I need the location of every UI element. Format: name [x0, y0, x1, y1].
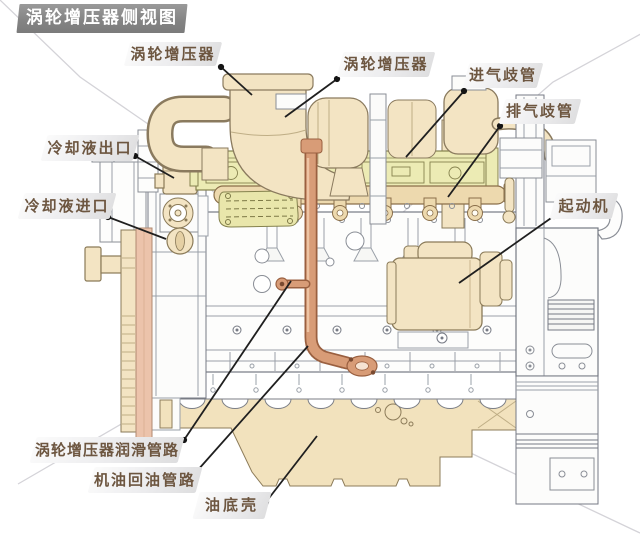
crank-pulley — [120, 229, 137, 433]
starter-motor-part — [386, 241, 513, 349]
turbo-oil-pipes-part — [275, 138, 378, 377]
flywheel-housing — [499, 94, 623, 505]
label-coolant-inlet: 冷却液进口 — [17, 193, 117, 219]
page-title-text: 涡轮增压器侧视图 — [26, 8, 178, 28]
label-starter-motor: 起动机 — [549, 193, 619, 219]
label-oil-pan: 油底壳 — [192, 492, 272, 519]
water-pump — [162, 197, 194, 229]
label-intake-manifold: 进气歧管 — [462, 63, 544, 88]
label-exhaust-manifold: 排气歧管 — [498, 99, 582, 124]
dipstick-tube — [504, 177, 515, 213]
label-turbocharger-right: 涡轮增压器 — [336, 52, 436, 77]
oil-pan-part — [177, 398, 519, 487]
label-oil-return-line: 机油回油管路 — [87, 467, 203, 493]
label-turbo-lube-line: 涡轮增压器润滑管路 — [29, 437, 185, 463]
page-title: 涡轮增压器侧视图 — [16, 4, 188, 33]
engine-front-assembly — [84, 129, 209, 443]
label-coolant-outlet: 冷却液出口 — [40, 135, 140, 161]
leader-lines — [107, 66, 555, 503]
front-belt — [135, 227, 153, 443]
label-turbocharger-top: 涡轮增压器 — [123, 42, 223, 66]
coolant-inlet-housing — [166, 227, 194, 255]
aftercooler-duct — [443, 87, 499, 155]
